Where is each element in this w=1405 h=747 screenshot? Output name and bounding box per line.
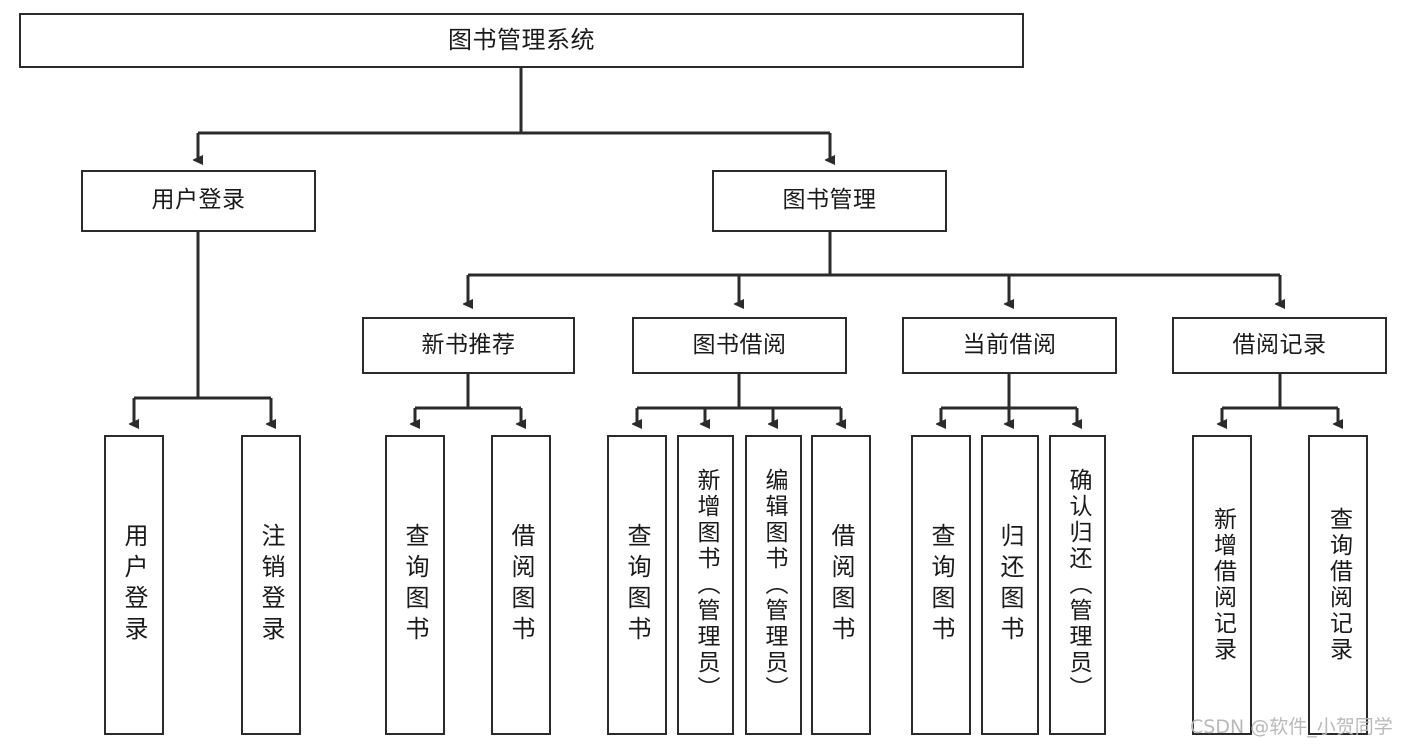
leaf-borrow-borrow-book[interactable]: 借阅图书 <box>811 435 871 735</box>
node-label: 借阅图书 <box>827 523 855 647</box>
node-borrow-record[interactable]: 借阅记录 <box>1172 317 1387 374</box>
leaf-recommend-borrow-book[interactable]: 借阅图书 <box>491 435 551 735</box>
node-label: 图书借阅 <box>692 331 787 358</box>
node-label: 图书管理系统 <box>448 26 595 55</box>
node-new-book-recommend[interactable]: 新书推荐 <box>362 317 575 374</box>
leaf-borrow-edit-book-admin[interactable]: 编辑图书（管理员） <box>745 435 802 735</box>
leaf-record-query-record[interactable]: 查询借阅记录 <box>1308 435 1368 735</box>
leaf-current-query-book[interactable]: 查询图书 <box>911 435 971 735</box>
node-label: 当前借阅 <box>962 331 1057 358</box>
node-label: 新增借阅记录 <box>1209 507 1236 663</box>
watermark-credit: CSDN @软件_小贺同学 <box>1190 716 1393 738</box>
node-label: 用户登录 <box>151 187 246 214</box>
leaf-recommend-query-book[interactable]: 查询图书 <box>385 435 445 735</box>
leaf-user-login-login[interactable]: 用户登录 <box>104 435 164 735</box>
node-label: 查询图书 <box>623 523 651 647</box>
leaf-borrow-query-book[interactable]: 查询图书 <box>607 435 667 735</box>
leaf-record-add-record[interactable]: 新增借阅记录 <box>1192 435 1252 735</box>
node-label: 新增图书（管理员） <box>693 468 719 702</box>
node-label: 确认归还（管理员） <box>1065 468 1091 702</box>
leaf-user-login-logout[interactable]: 注销登录 <box>241 435 301 735</box>
node-label: 用户登录 <box>120 523 148 647</box>
node-label: 查询借阅记录 <box>1325 507 1352 663</box>
leaf-borrow-add-book-admin[interactable]: 新增图书（管理员） <box>677 435 734 735</box>
node-label: 图书管理 <box>782 187 877 214</box>
node-user-login[interactable]: 用户登录 <box>81 170 316 232</box>
node-book-management[interactable]: 图书管理 <box>712 170 947 232</box>
node-label: 新书推荐 <box>421 331 516 358</box>
node-label: 借阅记录 <box>1232 331 1327 358</box>
leaf-current-confirm-return-admin[interactable]: 确认归还（管理员） <box>1049 435 1106 735</box>
node-label: 查询图书 <box>927 523 955 647</box>
node-label: 归还图书 <box>996 523 1024 647</box>
node-label: 注销登录 <box>257 523 285 647</box>
node-label: 查询图书 <box>401 523 429 647</box>
node-book-borrow[interactable]: 图书借阅 <box>632 317 847 374</box>
node-label: 编辑图书（管理员） <box>761 468 787 702</box>
node-root-system[interactable]: 图书管理系统 <box>19 13 1024 68</box>
leaf-current-return-book[interactable]: 归还图书 <box>981 435 1039 735</box>
node-label: 借阅图书 <box>507 523 535 647</box>
node-current-borrow[interactable]: 当前借阅 <box>902 317 1117 374</box>
